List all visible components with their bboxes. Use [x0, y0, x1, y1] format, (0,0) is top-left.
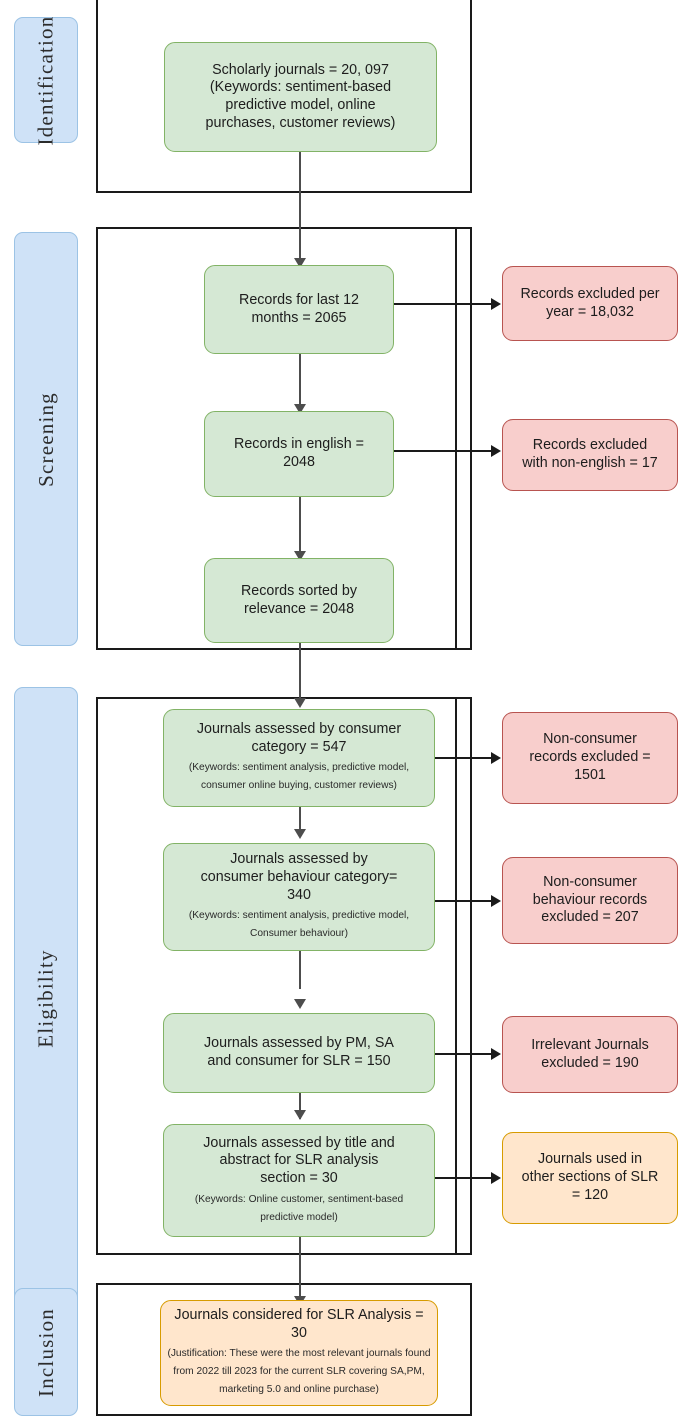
arrow-pmsa-to-title-abstract: [294, 1110, 306, 1120]
arrow-to-non-consumer-behaviour-excluded: [491, 895, 501, 907]
connector-identification-to-screening: [299, 152, 301, 264]
phase-tab-identification[interactable]: Identification: [14, 15, 78, 145]
node-records-in-english[interactable]: Records in english = 2048: [204, 411, 394, 497]
connector-pmsa-to-title-abstract: [299, 1093, 301, 1119]
connector-12months-to-english: [299, 354, 301, 412]
phase-tab-screening[interactable]: Screening: [14, 232, 78, 646]
node-pm-sa-consumer-slr[interactable]: Journals assessed by PM, SA and consumer…: [163, 1013, 435, 1093]
node-non-consumer-behaviour-excluded[interactable]: Non-consumer behaviour records excluded …: [502, 857, 678, 944]
node-non-consumer-excluded[interactable]: Non-consumer records excluded = 1501: [502, 712, 678, 804]
node-title-abstract-slr[interactable]: Journals assessed by title and abstract …: [163, 1124, 435, 1237]
node-non-consumer-excluded-main: Non-consumer records excluded = 1501: [529, 731, 651, 783]
connector-behaviour-to-pmsa: [299, 951, 301, 989]
node-scholarly-journals-main: Scholarly journals = 20, 097 (Keywords: …: [205, 61, 396, 131]
connector-english-to-sorted: [299, 497, 301, 559]
phase-tab-eligibility[interactable]: Eligibility: [14, 687, 78, 1310]
arrow-consumer-to-behaviour: [294, 829, 306, 839]
node-consumer-category[interactable]: Journals assessed by consumer category =…: [163, 709, 435, 807]
node-records-excluded-non-english[interactable]: Records excluded with non-english = 17: [502, 419, 678, 491]
connector-screening-top-to-frame: [455, 228, 457, 650]
phase-tab-inclusion[interactable]: Inclusion: [14, 1288, 78, 1416]
arrow-12months-to-english: [294, 404, 306, 414]
arrow-to-irrelevant-excluded: [491, 1048, 501, 1060]
node-records-last-12-months-main: Records for last 12 months = 2065: [239, 291, 359, 326]
arrow-to-excluded-per-year: [491, 298, 501, 310]
arrow-identification-to-screening: [294, 258, 306, 268]
node-consumer-behaviour-category-sub: (Keywords: sentiment analysis, predictiv…: [188, 910, 410, 940]
connector-screening-to-eligibility: [299, 643, 301, 705]
node-records-last-12-months[interactable]: Records for last 12 months = 2065: [204, 265, 394, 354]
connector-to-excluded-per-year: [394, 303, 493, 305]
node-records-sorted-by-relevance-main: Records sorted by relevance = 2048: [240, 582, 357, 617]
node-consumer-behaviour-category[interactable]: Journals assessed by consumer behaviour …: [163, 843, 435, 951]
node-irrelevant-excluded-main: Irrelevant Journals excluded = 190: [531, 1036, 649, 1071]
node-non-consumer-behaviour-excluded-main: Non-consumer behaviour records excluded …: [532, 873, 648, 926]
arrow-to-non-consumer-excluded: [491, 752, 501, 764]
phase-tab-eligibility-label: Eligibility: [33, 949, 58, 1048]
node-journals-considered-slr[interactable]: Journals considered for SLR Analysis = 3…: [160, 1300, 438, 1406]
node-consumer-behaviour-category-main: Journals assessed by consumer behaviour …: [200, 851, 398, 903]
node-records-excluded-per-year[interactable]: Records excluded per year = 18,032: [502, 266, 678, 341]
connector-to-non-consumer-behaviour-excluded: [435, 900, 493, 902]
node-scholarly-journals[interactable]: Scholarly journals = 20, 097 (Keywords: …: [164, 42, 437, 152]
node-irrelevant-excluded[interactable]: Irrelevant Journals excluded = 190: [502, 1016, 678, 1093]
connector-to-non-consumer-excluded: [435, 757, 493, 759]
arrow-screening-to-eligibility: [294, 698, 306, 708]
node-consumer-category-main: Journals assessed by consumer category =…: [196, 720, 402, 755]
connector-to-used-other-sections: [435, 1177, 493, 1179]
connector-eligibility-right-rail: [455, 698, 457, 1255]
node-title-abstract-slr-main: Journals assessed by title and abstract …: [203, 1134, 395, 1187]
connector-eligibility-to-inclusion: [299, 1237, 301, 1303]
node-used-other-sections[interactable]: Journals used in other sections of SLR =…: [502, 1132, 678, 1224]
node-pm-sa-consumer-slr-main: Journals assessed by PM, SA and consumer…: [204, 1035, 394, 1069]
node-journals-considered-slr-main: Journals considered for SLR Analysis = 3…: [174, 1307, 424, 1341]
connector-to-irrelevant-excluded: [435, 1053, 493, 1055]
connector-to-excluded-non-english: [394, 450, 493, 452]
node-journals-considered-slr-sub: (Justification: These were the most rele…: [167, 1348, 431, 1396]
arrow-to-used-other-sections: [491, 1172, 501, 1184]
node-title-abstract-slr-sub: (Keywords: Online customer, sentiment-ba…: [194, 1193, 404, 1223]
arrow-behaviour-to-pmsa: [294, 999, 306, 1009]
arrow-english-to-sorted: [294, 551, 306, 561]
arrow-to-excluded-non-english: [491, 445, 501, 457]
node-records-in-english-main: Records in english = 2048: [234, 436, 364, 470]
node-records-sorted-by-relevance[interactable]: Records sorted by relevance = 2048: [204, 558, 394, 643]
node-records-excluded-per-year-main: Records excluded per year = 18,032: [520, 285, 660, 320]
phase-tab-inclusion-label: Inclusion: [33, 1307, 58, 1397]
node-used-other-sections-main: Journals used in other sections of SLR =…: [521, 1151, 659, 1203]
node-records-excluded-non-english-main: Records excluded with non-english = 17: [522, 437, 658, 471]
phase-tab-identification-label: Identification: [33, 15, 58, 145]
node-consumer-category-sub: (Keywords: sentiment analysis, predictiv…: [188, 762, 410, 792]
connector-consumer-to-behaviour: [299, 807, 301, 837]
phase-tab-screening-label: Screening: [33, 391, 58, 487]
